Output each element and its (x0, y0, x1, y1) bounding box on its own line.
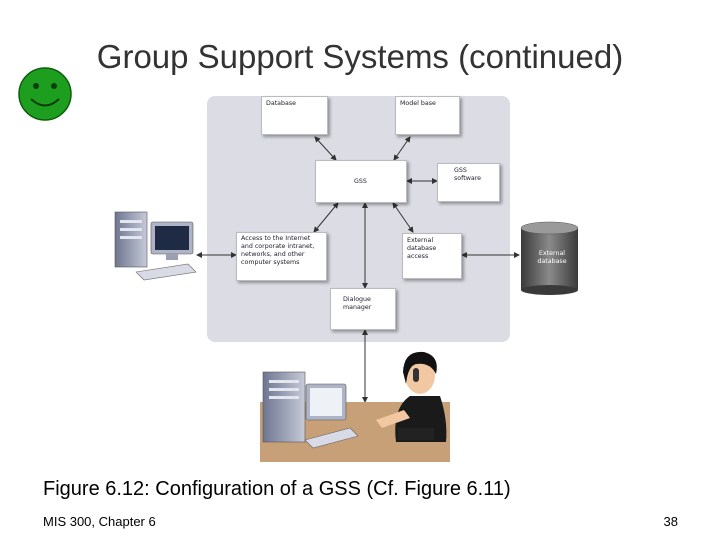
arrow-gss-external (392, 202, 414, 233)
dialogue-manager-label: Dialogue manager (343, 296, 372, 311)
smiley-icon (18, 67, 72, 121)
access-label: Access to the Internet and corporate int… (241, 235, 315, 266)
gss-label: GSS (354, 178, 367, 185)
database-cylinder-icon (520, 221, 579, 295)
footer-course: MIS 300, Chapter 6 (43, 514, 156, 529)
gss-software-box: GSS software (437, 163, 500, 202)
external-access-box: External database access (402, 233, 462, 279)
external-database-label: External database (537, 250, 567, 265)
dialogue-manager-box: Dialogue manager (330, 288, 396, 330)
slide-title: Group Support Systems (continued) (96, 38, 624, 75)
model-base-box: Model base (395, 96, 460, 135)
figure-caption: Figure 6.12: Configuration of a GSS (Cf.… (43, 478, 511, 500)
user-on-phone-icon (260, 351, 450, 462)
database-box: Database (261, 96, 328, 135)
gss-software-label: GSS software (454, 167, 482, 182)
arrow-gss-access (313, 202, 339, 233)
gss-box: GSS (315, 160, 407, 203)
external-access-label: External database access (407, 237, 437, 260)
model-base-label: Model base (400, 100, 436, 107)
arrow-modelbase-gss (393, 136, 411, 161)
page-number: 38 (663, 514, 678, 529)
computer-icon (114, 211, 197, 281)
access-box: Access to the Internet and corporate int… (236, 232, 327, 281)
arrow-database-gss (314, 136, 337, 161)
database-label: Database (266, 100, 297, 107)
